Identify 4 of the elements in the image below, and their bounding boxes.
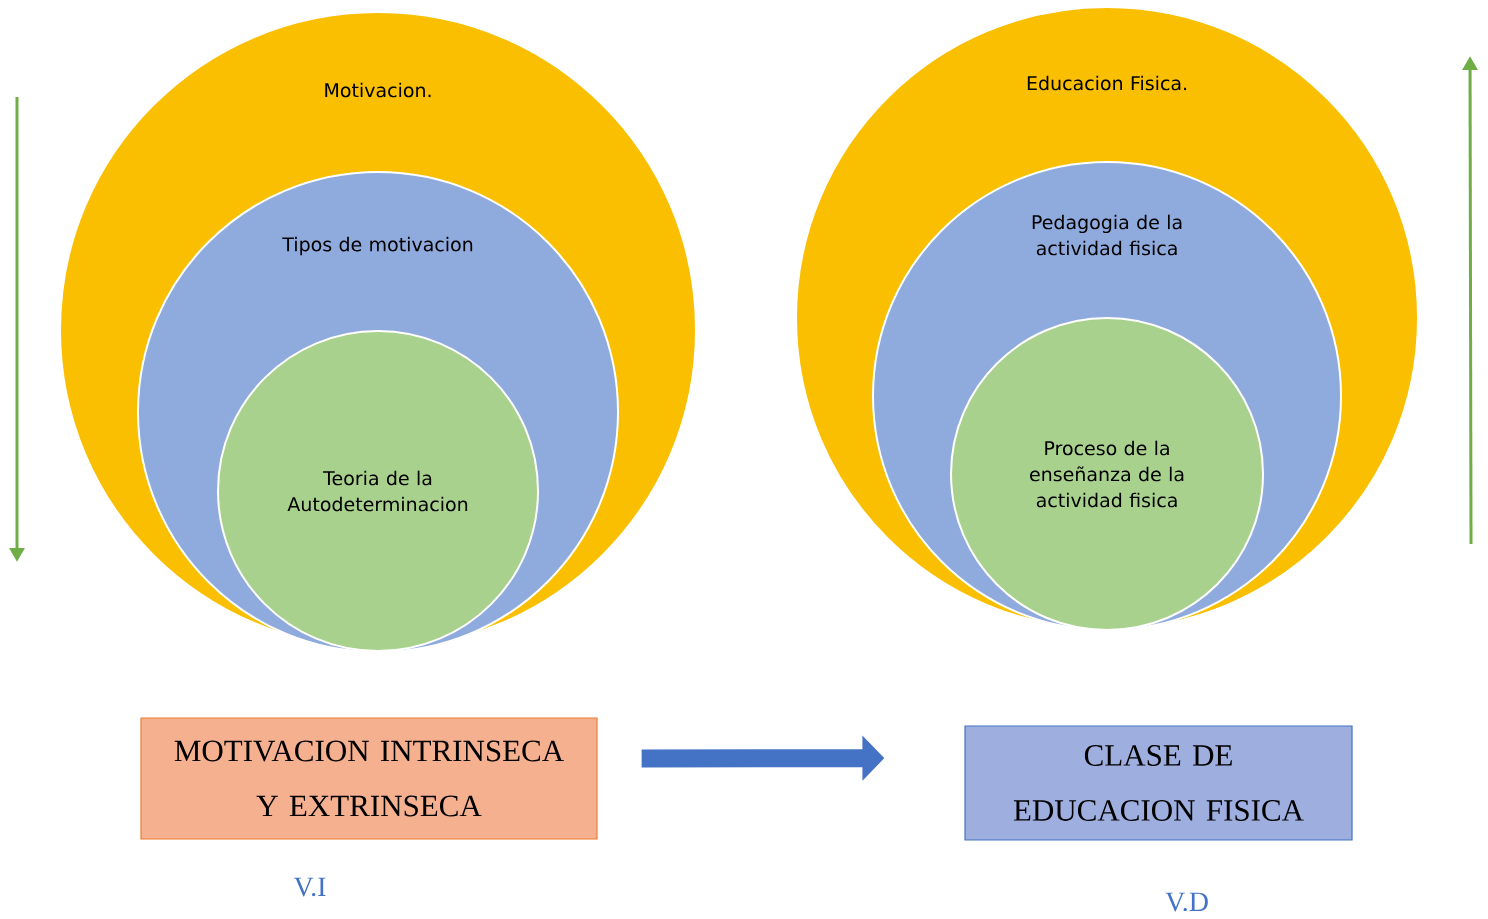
text-box: CLASE DE EDUCACION FISICA [964, 725, 1353, 841]
variable-label: V.I [293, 877, 326, 897]
text-box: MOTIVACION INTRINSECA Y EXTRINSECA [140, 717, 598, 840]
variable-label: V.D [1165, 892, 1208, 912]
